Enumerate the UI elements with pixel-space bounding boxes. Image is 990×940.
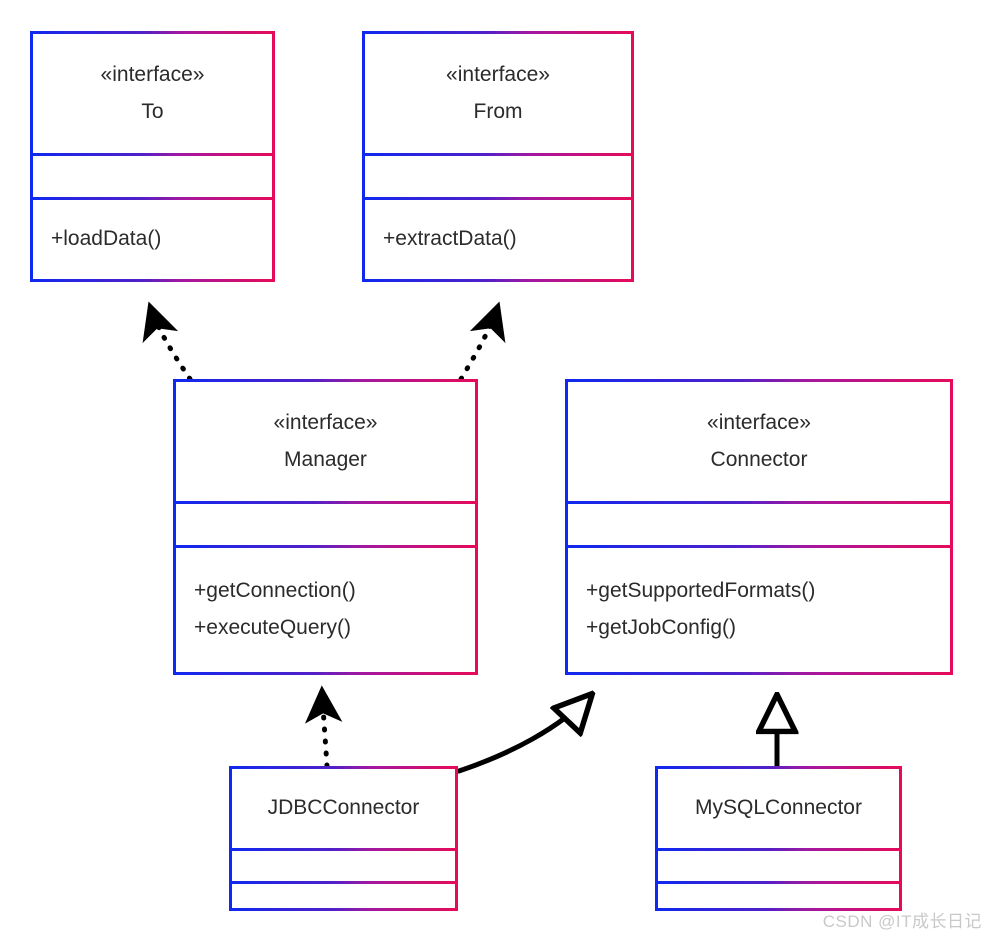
class-box-jdbcconnector[interactable]: JDBCConnector [229,766,458,911]
class-name-mysqlconnector: MySQLConnector [695,796,862,820]
class-header-to: «interface» To [33,34,272,153]
class-method: +getConnection() [194,579,356,603]
class-header-connector: «interface» Connector [568,382,950,501]
class-methods-to: +loadData() [33,197,272,279]
class-box-from[interactable]: «interface» From +extractData() [362,31,634,282]
class-method: +getJobConfig() [586,616,737,639]
class-box-manager[interactable]: «interface» Manager +getConnection() +ex… [173,379,478,675]
class-name-to: To [141,99,164,123]
class-box-connector[interactable]: «interface» Connector +getSupportedForma… [565,379,953,675]
class-methods-mysqlconnector [658,881,899,908]
class-name-jdbcconnector: JDBCConnector [267,796,420,820]
class-box-to[interactable]: «interface» To +loadData() [30,31,275,282]
class-stereotype-to: «interface» [100,63,205,87]
class-name-from: From [473,99,523,123]
class-method: +getSupportedFormats() [586,579,816,603]
class-attributes-manager [176,501,475,545]
edge-jdbcconnector-extends-connector [456,694,592,774]
class-header-from: «interface» From [365,34,631,153]
class-stereotype-manager: «interface» [273,411,378,435]
class-attributes-mysqlconnector [658,848,899,881]
class-stereotype-connector: «interface» [707,411,811,435]
class-methods-from: +extractData() [365,197,631,279]
class-attributes-jdbcconnector [232,848,455,881]
class-box-mysqlconnector[interactable]: MySQLConnector [655,766,902,911]
class-name-manager: Manager [284,447,367,471]
class-stereotype-from: «interface» [446,63,550,87]
class-attributes-to [33,153,272,197]
class-methods-jdbcconnector [232,881,455,908]
class-methods-manager: +getConnection() +executeQuery() [176,545,475,672]
class-header-jdbcconnector: JDBCConnector [232,769,455,848]
edge-manager-realizes-from [458,301,506,382]
class-header-manager: «interface» Manager [176,382,475,501]
class-name-connector: Connector [710,447,808,471]
class-header-mysqlconnector: MySQLConnector [658,769,899,848]
class-methods-connector: +getSupportedFormats() +getJobConfig() [568,545,950,672]
class-attributes-connector [568,501,950,545]
class-method: +executeQuery() [194,616,351,639]
class-method: +loadData() [51,227,162,251]
class-method: +extractData() [383,227,517,251]
class-attributes-from [365,153,631,197]
edge-jdbcconnector-realizes-manager [304,685,343,769]
edge-manager-realizes-to [142,301,193,382]
watermark-text: CSDN @IT成长日记 [822,912,982,931]
